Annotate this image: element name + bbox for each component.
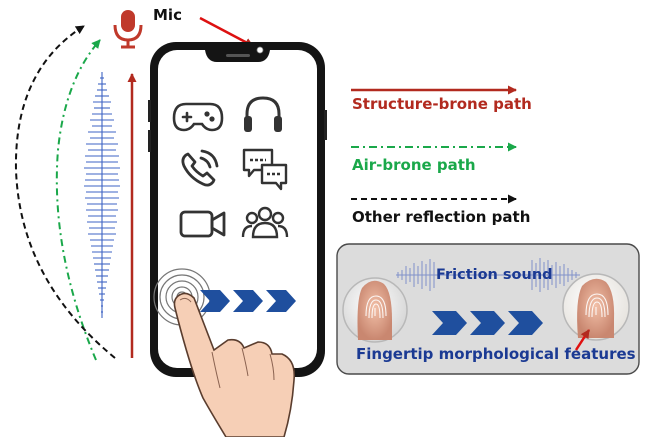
smartphone: [148, 42, 327, 377]
legend-other-label: Other reflection path: [352, 208, 531, 226]
air-path-arrow: [55, 39, 101, 361]
swipe-chevrons: [200, 290, 296, 312]
microphone-icon: [113, 10, 143, 49]
sound-waveform: [84, 72, 120, 318]
phone-call-icon: [181, 149, 219, 187]
gamepad-icon: [172, 102, 224, 132]
phone-mic-dot: [256, 46, 264, 54]
video-camera-icon: [179, 210, 226, 238]
friction-waveform: [396, 258, 580, 292]
headphones-icon: [244, 96, 282, 132]
feature-pointer-arrow: [574, 329, 591, 351]
panel-chevrons: [432, 311, 543, 335]
group-icon: [241, 206, 289, 239]
reflection-path-arrow: [14, 25, 116, 359]
legend-air-label: Air-brone path: [352, 156, 476, 174]
pointing-hand-icon: [173, 292, 296, 438]
mic-label: Mic: [153, 6, 182, 24]
mic-pointer-arrow: [199, 16, 254, 48]
friction-sound-label: Friction sound: [436, 267, 553, 283]
fingertip-features-label: Fingertip morphological features: [356, 345, 636, 363]
chat-icon: [242, 148, 288, 191]
fingerprint-icon: [342, 277, 408, 343]
fingerprint-icon: [562, 273, 630, 341]
legend-structure-label: Structure-brone path: [352, 95, 532, 113]
